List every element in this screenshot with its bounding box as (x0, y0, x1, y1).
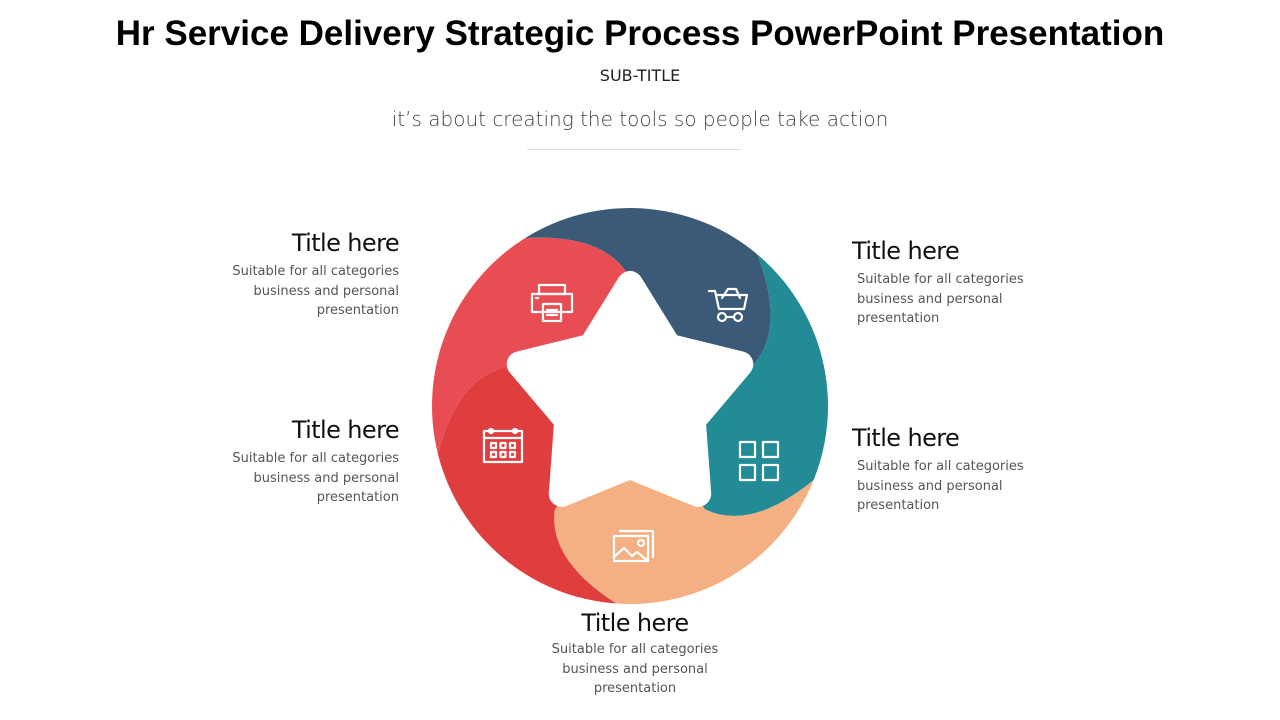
item-description: Suitable for all categories business and… (232, 451, 399, 505)
slide-title: Hr Service Delivery Strategic Process Po… (115, 14, 1165, 53)
item-top-right: Title here Suitable for all categories b… (852, 236, 1092, 329)
item-bottom: Title here Suitable for all categories b… (515, 608, 755, 699)
item-description: Suitable for all categories business and… (232, 264, 399, 318)
item-title: Title here (581, 609, 689, 637)
calendar-icon (482, 427, 524, 464)
item-title: Title here (852, 424, 960, 452)
image-icon (612, 529, 655, 563)
item-bottom-left: Title here Suitable for all categories b… (159, 415, 399, 508)
cart-icon (707, 287, 749, 323)
center-star (506, 271, 754, 507)
slide-subtitle: SUB-TITLE (599, 66, 681, 85)
segment-print (432, 237, 630, 454)
item-bottom-right: Title here Suitable for all categories b… (852, 423, 1092, 516)
divider (527, 149, 741, 150)
item-top-left: Title here Suitable for all categories b… (159, 228, 399, 321)
item-description: Suitable for all categories business and… (857, 459, 1024, 513)
item-title: Title here (852, 237, 960, 265)
item-description: Suitable for all categories business and… (551, 642, 719, 696)
printer-icon (530, 283, 574, 323)
item-title: Title here (291, 416, 400, 444)
item-title: Title here (291, 229, 400, 257)
grid-icon (738, 440, 780, 482)
slide-tagline: it’s about creating the tools so people … (391, 107, 889, 131)
item-description: Suitable for all categories business and… (857, 272, 1024, 326)
